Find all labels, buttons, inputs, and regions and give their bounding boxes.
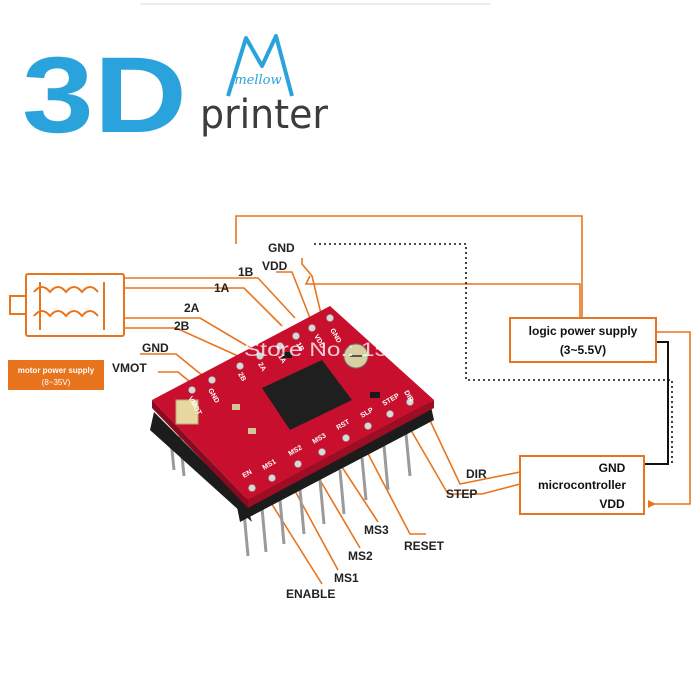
wire-2a — [124, 317, 255, 351]
wire-gnd-dotted — [314, 243, 673, 464]
silk-1a: 1A — [276, 354, 287, 365]
silk-1b: 1B — [294, 342, 305, 353]
pin-labels: GND VDD 1B 1A 2A 2B GND VMOT ENABLE MS1 … — [112, 241, 487, 601]
label-2a: 2A — [184, 301, 200, 315]
label-ms3: MS3 — [364, 523, 389, 537]
motor-coil-b-icon — [33, 310, 99, 318]
motor-coil-a-icon — [33, 286, 99, 294]
stepper-motor — [9, 273, 125, 337]
silk-2b: 2B — [236, 372, 247, 383]
micro-frame — [519, 455, 645, 515]
microcontroller-box: GND microcontroller VDD — [519, 455, 645, 515]
logo-3d-mark: 3D — [22, 34, 187, 155]
micro-name: microcontroller — [538, 478, 626, 492]
wire-1b — [124, 277, 296, 319]
wire-2b — [124, 327, 239, 357]
smd-resistor — [282, 352, 292, 358]
label-ms1: MS1 — [334, 571, 359, 585]
label-enable: ENABLE — [286, 587, 335, 601]
pads — [188, 314, 414, 492]
label-vmot: VMOT — [112, 361, 147, 375]
wire-gnd-logic — [235, 215, 583, 320]
wire-gnd-top — [301, 258, 323, 319]
pcb-edge-2 — [248, 400, 434, 508]
smd-cap-1 — [232, 404, 240, 410]
wire-vdd-logic — [304, 275, 581, 322]
wire-gnd-mid — [140, 353, 209, 381]
logo-script-word: mellow — [234, 73, 281, 88]
label-vdd: VDD — [262, 259, 288, 273]
label-gnd-mid: GND — [142, 341, 169, 355]
motor-body — [25, 273, 125, 337]
capacitor — [175, 399, 199, 425]
motor-shaft — [9, 295, 27, 315]
driver-chip — [262, 360, 352, 430]
silk-2a: 2A — [256, 362, 267, 373]
label-1a: 1A — [214, 281, 230, 295]
wire-gnd-micro — [644, 341, 669, 465]
micro-vdd: VDD — [599, 497, 625, 511]
motor-power-bg — [8, 360, 104, 390]
motor-power-range: (8~35V) — [42, 378, 71, 387]
logic-power-frame — [509, 317, 657, 363]
wire-vdd-micro — [648, 331, 691, 505]
wire-vmot — [158, 371, 191, 383]
logo-word: printer — [200, 92, 329, 138]
label-dir: DIR — [466, 467, 487, 481]
smd-cap-2 — [248, 428, 256, 434]
watermark: Store No.: 1531088 — [244, 340, 456, 361]
micro-gnd: GND — [599, 461, 626, 475]
a4988-board: GND VDD 1B 1A 2A 2B GND VMOT EN MS1 MS2 … — [150, 306, 434, 557]
logic-power-supply-box: logic power supply (3~5.5V) — [509, 317, 657, 363]
header-left — [150, 412, 252, 522]
wire-vdd — [276, 271, 311, 319]
label-reset: RESET — [404, 539, 445, 553]
motor-power-supply-badge: motor power supply (8~35V) — [8, 360, 104, 390]
smd-resistor-2 — [370, 392, 380, 398]
logic-power-title: logic power supply — [529, 324, 638, 338]
label-ms2: MS2 — [348, 549, 373, 563]
brand-logo: 3D mellow printer — [22, 34, 329, 155]
pcb-edge — [152, 400, 248, 508]
logic-power-range: (3~5.5V) — [560, 343, 606, 357]
label-2b: 2B — [174, 319, 190, 333]
logo-m-mark-icon — [226, 34, 294, 97]
label-1b: 1B — [238, 265, 254, 279]
silk-en: EN — [242, 469, 254, 480]
wire-1a — [124, 287, 283, 327]
label-step: STEP — [446, 487, 477, 501]
label-gnd-top: GND — [268, 241, 295, 255]
motor-power-title: motor power supply — [18, 366, 95, 375]
arrow-vdd-icon — [648, 500, 656, 508]
